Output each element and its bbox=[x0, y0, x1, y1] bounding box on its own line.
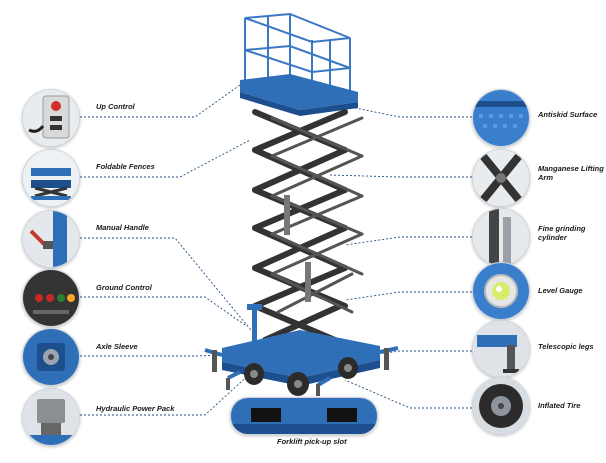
telescopic-legs-thumb bbox=[472, 320, 530, 378]
ground-control-label: Ground Control bbox=[96, 283, 152, 292]
inflated-tire-thumb bbox=[472, 377, 530, 435]
cylinder-label: Fine grinding cylinder bbox=[538, 224, 586, 242]
telescopic-legs-icon bbox=[473, 321, 529, 377]
foldable-fences-thumb bbox=[22, 149, 80, 207]
cylinder-icon bbox=[473, 209, 529, 265]
manual-handle-label: Manual Handle bbox=[96, 223, 149, 232]
manual-handle-icon bbox=[23, 211, 79, 267]
axle-sleeve-label: Axle Sleeve bbox=[96, 342, 138, 351]
antiskid-surface-icon bbox=[473, 90, 529, 146]
lifting-arm-label: Manganese Lifting Arm bbox=[538, 164, 604, 182]
inflated-tire-label: Inflated Tire bbox=[538, 401, 581, 410]
ground-control-icon bbox=[23, 270, 79, 326]
antiskid-surface-label: Antiskid Surface bbox=[538, 110, 598, 119]
level-gauge-label: Level Gauge bbox=[538, 286, 583, 295]
foldable-fences-icon bbox=[23, 150, 79, 206]
telescopic-legs-label: Telescopic legs bbox=[538, 342, 594, 351]
inflated-tire-icon bbox=[473, 378, 529, 434]
antiskid-surface-thumb bbox=[472, 89, 530, 147]
forklift-slot-icon bbox=[231, 398, 377, 434]
ground-control-thumb bbox=[22, 269, 80, 327]
hydraulic-power-pack-thumb bbox=[22, 388, 80, 446]
level-gauge-thumb bbox=[472, 262, 530, 320]
axle-sleeve-icon bbox=[23, 329, 79, 385]
up-control-thumb bbox=[22, 89, 80, 147]
lifting-arm-icon bbox=[473, 150, 529, 206]
lifting-arm-thumb bbox=[472, 149, 530, 207]
hydraulic-power-pack-label: Hydraulic Power Pack bbox=[96, 404, 175, 413]
manual-handle-thumb bbox=[22, 210, 80, 268]
forklift-slot-thumb bbox=[230, 397, 378, 435]
cylinder-thumb bbox=[472, 208, 530, 266]
foldable-fences-label: Foldable Fences bbox=[96, 162, 155, 171]
level-gauge-icon bbox=[473, 263, 529, 319]
up-control-label: Up Control bbox=[96, 102, 135, 111]
forklift-slot-label: Forklift pick-up slot bbox=[277, 437, 347, 446]
hydraulic-power-pack-icon bbox=[23, 389, 79, 445]
up-control-icon bbox=[23, 90, 79, 146]
axle-sleeve-thumb bbox=[22, 328, 80, 386]
